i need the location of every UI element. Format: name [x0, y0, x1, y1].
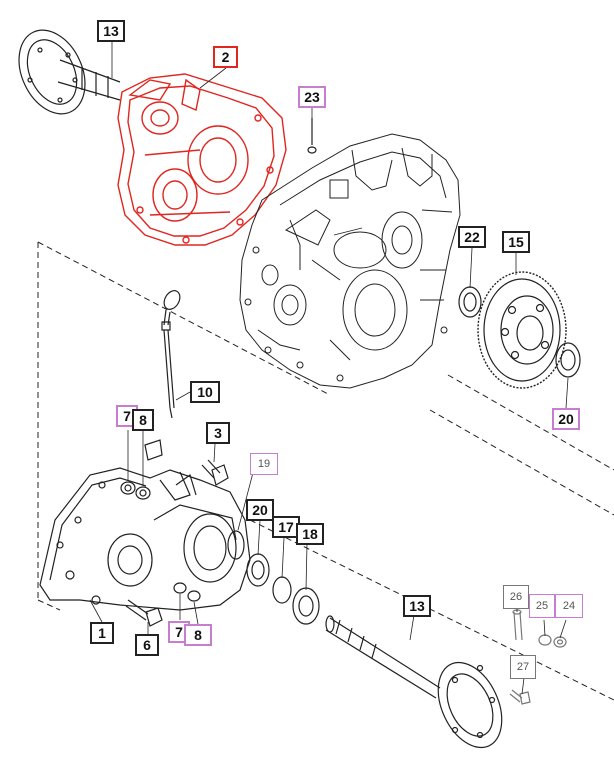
- nut-24: [553, 636, 567, 648]
- washer-nut-bottom: [173, 582, 201, 602]
- callout-20-right: 20: [552, 408, 580, 430]
- assembly-dashed-lines: [37, 241, 614, 701]
- pin-23: [307, 118, 317, 154]
- callout-27: 27: [510, 655, 536, 679]
- seal-19: [227, 530, 245, 560]
- callout-1: 1: [90, 622, 114, 644]
- transmission-case: [239, 133, 461, 389]
- lower-housing-1: [39, 467, 251, 611]
- callout-15: 15: [502, 231, 530, 253]
- seal-20-mid: [246, 553, 270, 587]
- callout-22: 22: [458, 226, 486, 248]
- stud-26: [512, 609, 523, 641]
- callout-23: 23: [298, 86, 326, 108]
- bolt-6: [125, 599, 163, 627]
- washer-25: [538, 634, 552, 646]
- leader-lines: [89, 40, 569, 695]
- washer-nut-top: [120, 439, 163, 500]
- bolt-27: [509, 689, 531, 705]
- callout-6: 6: [135, 634, 159, 656]
- callout-17: 17: [272, 516, 300, 538]
- callout-13-top: 13: [97, 20, 125, 42]
- bolt-3: [201, 459, 229, 486]
- axle-shaft-bottom: [325, 615, 503, 749]
- seal-20-right: [555, 342, 581, 378]
- seal-18: [292, 587, 320, 625]
- callout-13-bot: 13: [403, 595, 431, 617]
- axle-shaft-top: [18, 29, 121, 115]
- callout-24: 24: [555, 594, 583, 618]
- callout-8-top: 8: [132, 409, 154, 431]
- callout-20-mid: 20: [246, 499, 274, 521]
- large-gear-15: [477, 271, 567, 389]
- seal-22: [458, 286, 482, 318]
- callout-10: 10: [190, 381, 220, 403]
- callout-2: 2: [213, 46, 238, 68]
- dipstick-10: [161, 290, 181, 419]
- gear-housing-highlighted: [117, 73, 287, 246]
- callout-3: 3: [206, 422, 230, 444]
- callout-25: 25: [529, 594, 555, 618]
- ring-17: [272, 576, 292, 604]
- callout-8-bot: 8: [184, 624, 212, 646]
- callout-18: 18: [296, 523, 324, 545]
- callout-19: 19: [250, 453, 278, 475]
- callout-26: 26: [503, 585, 529, 609]
